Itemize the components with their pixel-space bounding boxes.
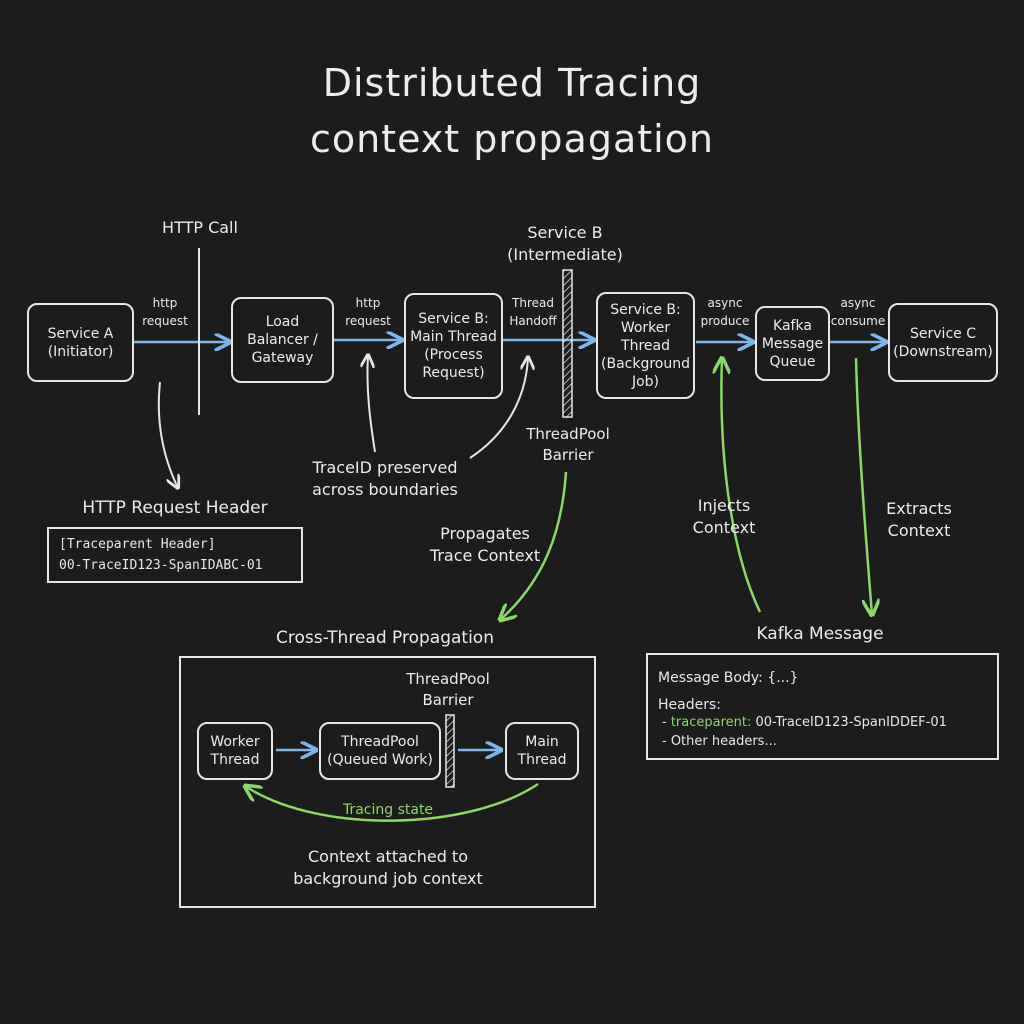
http-header-box: [Traceparent Header] 00-TraceID123-SpanI… bbox=[47, 527, 303, 583]
kafka-message-title: Kafka Message bbox=[756, 624, 884, 644]
arrow-injects-context bbox=[721, 358, 762, 613]
http-header-title: HTTP Request Header bbox=[82, 498, 268, 518]
cross-thread-caption: Context attached to background job conte… bbox=[293, 847, 483, 888]
http-call-label: HTTP Call bbox=[162, 218, 238, 237]
arrow-traceid-to-lb bbox=[367, 355, 376, 453]
edge-label-thread-handoff: Thread Handoff bbox=[509, 296, 557, 328]
kafka-other-headers: - Other headers... bbox=[662, 734, 777, 749]
kafka-message-panel: Message Body: {...} Headers: - tracepare… bbox=[646, 653, 999, 760]
extracts-context-note: Extracts Context bbox=[886, 499, 952, 540]
diagram-title-line1: Distributed Tracing bbox=[322, 61, 702, 105]
threadpool-barrier-bar bbox=[562, 269, 573, 418]
kafka-message-headers: Headers: bbox=[658, 697, 721, 713]
node-ct-worker-thread[interactable]: Worker Thread bbox=[197, 722, 273, 780]
http-header-line2: 00-TraceID123-SpanIDABC-01 bbox=[59, 558, 263, 573]
kafka-traceparent-key: traceparent: bbox=[670, 715, 752, 730]
traceid-preserved-note: TraceID preserved across boundaries bbox=[312, 458, 458, 499]
arrow-to-http-header bbox=[157, 381, 178, 488]
node-service-c[interactable]: Service C (Downstream) bbox=[888, 303, 998, 382]
arrow-tracing-state bbox=[245, 784, 539, 822]
node-ct-main-thread[interactable]: Main Thread bbox=[505, 722, 579, 780]
node-ct-threadpool-queued[interactable]: ThreadPool (Queued Work) bbox=[319, 722, 441, 780]
service-b-label: Service B (Intermediate) bbox=[507, 223, 623, 264]
kafka-message-body: Message Body: {...} bbox=[658, 670, 799, 686]
node-service-a[interactable]: Service A (Initiator) bbox=[27, 303, 134, 382]
http-header-line1: [Traceparent Header] bbox=[59, 537, 216, 552]
propagates-context-note: Propagates Trace Context bbox=[429, 524, 541, 565]
edge-label-http-request-1: http request bbox=[142, 296, 188, 328]
injects-context-note: Injects Context bbox=[692, 496, 756, 537]
node-load-balancer[interactable]: Load Balancer / Gateway bbox=[231, 297, 334, 383]
cross-thread-barrier-label: ThreadPool Barrier bbox=[406, 670, 490, 709]
arrow-traceid-to-main bbox=[469, 357, 528, 459]
threadpool-barrier-label: ThreadPool Barrier bbox=[526, 425, 610, 464]
edge-label-async-produce: async produce bbox=[700, 296, 750, 328]
tracing-state-label: Tracing state bbox=[342, 802, 434, 818]
node-service-b-main-thread[interactable]: Service B: Main Thread (Process Request) bbox=[404, 293, 503, 399]
arrow-propagates-context bbox=[500, 471, 568, 620]
cross-thread-panel bbox=[179, 656, 596, 908]
node-kafka-queue[interactable]: Kafka Message Queue bbox=[755, 306, 830, 381]
node-service-b-worker-thread[interactable]: Service B: Worker Thread (Background Job… bbox=[596, 292, 695, 399]
diagram-title-line2: context propagation bbox=[309, 117, 715, 161]
inner-barrier-bar bbox=[445, 714, 455, 788]
kafka-traceparent-row: - traceparent: 00-TraceID123-SpanIDDEF-0… bbox=[662, 715, 947, 730]
cross-thread-title: Cross-Thread Propagation bbox=[276, 628, 494, 648]
edge-label-http-request-2: http request bbox=[345, 296, 391, 328]
edge-label-async-consume: async consume bbox=[830, 296, 886, 328]
kafka-traceparent-value: 00-TraceID123-SpanIDDEF-01 bbox=[755, 715, 947, 730]
arrow-extracts-context bbox=[854, 357, 872, 615]
